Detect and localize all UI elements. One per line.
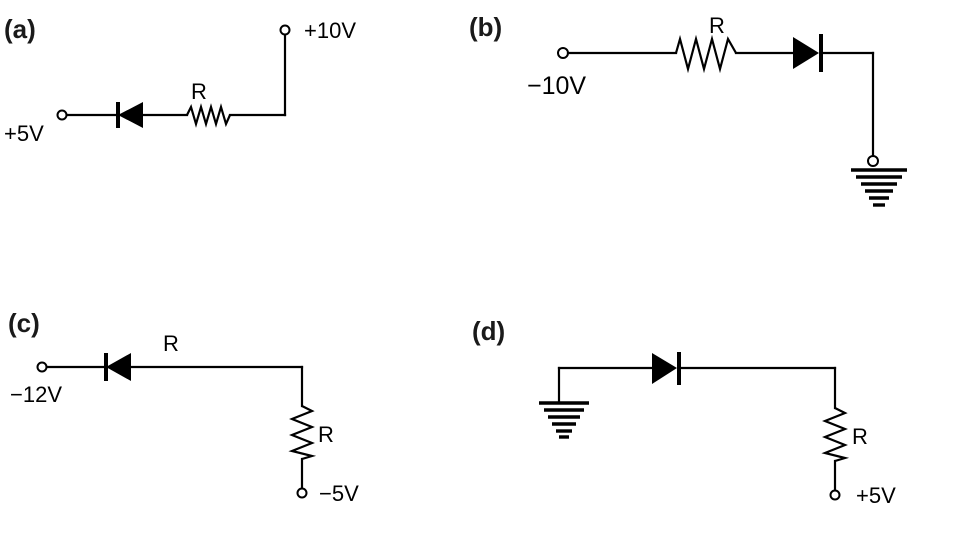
terminal-label-plus5v: +5V — [856, 483, 896, 508]
panel-label-a: (a) — [4, 14, 36, 44]
terminal-plus5v — [56, 109, 68, 121]
diode-triangle — [652, 353, 677, 384]
panel-c: (c) R R −12V −5V — [8, 308, 359, 506]
diode-a — [116, 102, 143, 128]
ground-node — [867, 155, 879, 167]
diode-triangle — [106, 353, 131, 381]
resistor-a — [186, 103, 232, 128]
resistor-c — [288, 405, 317, 461]
ground-symbol-b — [851, 168, 907, 207]
terminal-minus5v — [296, 487, 308, 499]
resistor-label: R — [318, 422, 334, 447]
panel-b: (b) R −10V — [469, 12, 907, 207]
resistor-label: R — [709, 13, 725, 38]
terminal-minus10v — [557, 47, 569, 59]
panel-a: (a) R +5V +10V — [4, 14, 356, 146]
ground-symbol-d — [539, 401, 589, 439]
terminal-minus12v — [36, 361, 48, 373]
diode-b — [793, 34, 823, 72]
terminal-label-minus10v: −10V — [527, 72, 586, 100]
panel-d: (d) R +5V — [472, 316, 896, 508]
resistor-label: R — [852, 424, 868, 449]
resistor-b — [674, 34, 737, 74]
diode-triangle — [793, 37, 819, 69]
terminal-label-minus5v: −5V — [319, 481, 359, 506]
resistor-label: R — [191, 79, 207, 104]
diode-triangle — [118, 102, 143, 128]
diode-c — [104, 353, 131, 381]
terminal-label-plus5v: +5V — [4, 121, 44, 146]
terminal-label-plus10v: +10V — [304, 18, 356, 43]
terminal-plus5v — [829, 489, 841, 501]
terminal-plus10v — [279, 24, 291, 36]
panel-label-b: (b) — [469, 12, 502, 42]
resistor-label: R — [163, 331, 179, 356]
panel-label-d: (d) — [472, 316, 505, 346]
panel-label-c: (c) — [8, 308, 40, 338]
diode-d — [652, 352, 681, 385]
resistor-d — [821, 407, 850, 463]
terminal-label-minus12v: −12V — [10, 382, 62, 407]
